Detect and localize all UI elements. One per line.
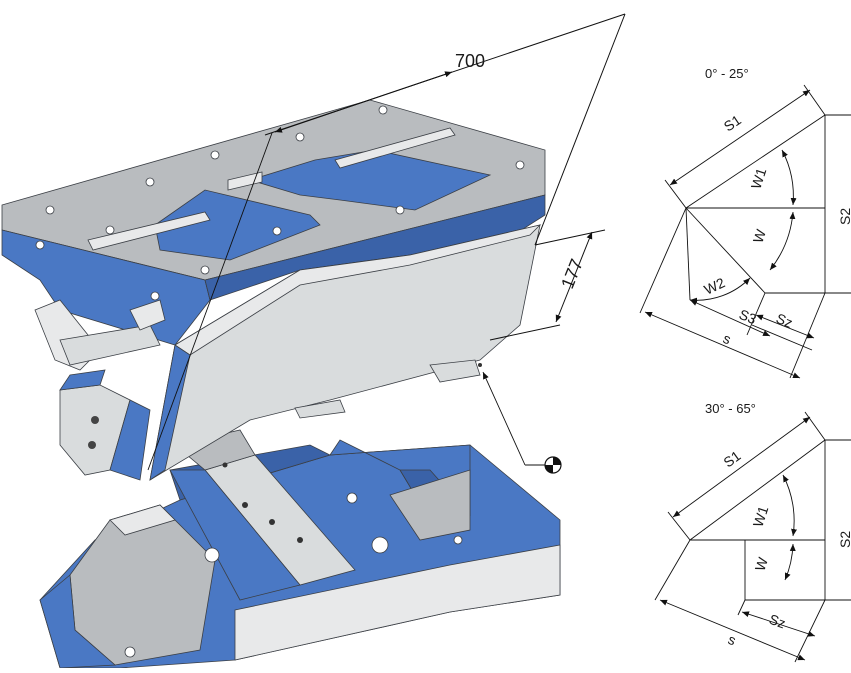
tilting-table-illustration: 700 177: [1, 13, 626, 669]
bottom-w-label: W: [752, 555, 772, 573]
top-s1-label: S1: [721, 112, 744, 135]
center-of-gravity-icon: [544, 456, 562, 474]
bottom-s1-label: S1: [720, 447, 743, 470]
top-s-label: s: [721, 330, 733, 347]
bottom-w1-label: W1: [750, 504, 772, 529]
top-w-label: W: [750, 227, 770, 245]
center-of-gravity-marker: [482, 371, 562, 474]
tilting-table: [1, 99, 546, 481]
bottom-sz-label: Sz: [767, 611, 788, 632]
machine-base: [39, 429, 561, 669]
angle-diagram-top: 0° - 25° S1 S2 W1 W W2 Sz S3: [639, 66, 851, 379]
top-w2-label: W2: [702, 274, 728, 297]
bottom-s2-label: S2: [837, 531, 851, 548]
top-s3-label: S3: [737, 306, 759, 327]
dimension-700-label: 700: [455, 51, 485, 71]
top-sz-label: Sz: [774, 310, 795, 331]
top-w1-label: W1: [748, 166, 770, 191]
bottom-s-label: s: [726, 631, 738, 648]
dimension-177-label: 177: [557, 256, 587, 291]
bottom-range-label: 30° - 65°: [705, 401, 756, 416]
angle-diagram-bottom: 30° - 65° S1 S2 W1 W Sz s: [654, 401, 851, 663]
top-range-label: 0° - 25°: [705, 66, 749, 81]
top-s2-label: S2: [837, 208, 851, 225]
dimension-700: 700: [147, 13, 626, 471]
